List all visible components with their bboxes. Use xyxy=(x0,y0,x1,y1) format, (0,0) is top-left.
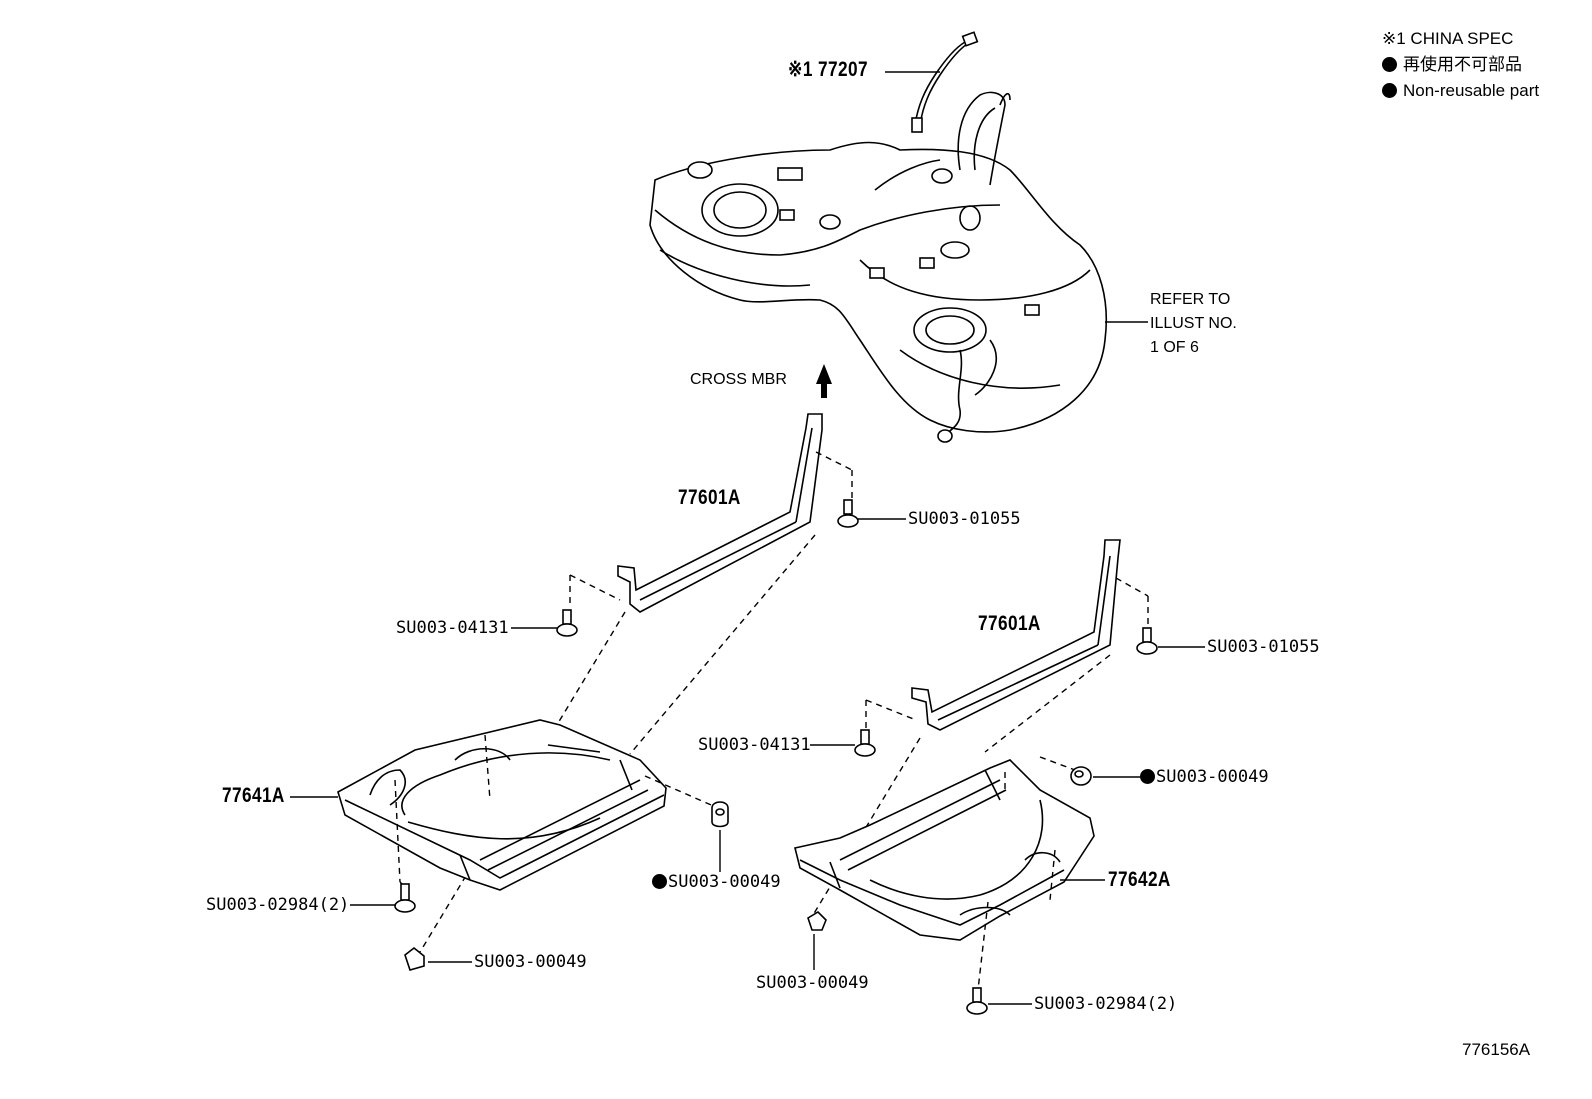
label-band-right: 77601A xyxy=(978,612,1041,635)
screw-right-icon xyxy=(966,987,988,1015)
legend: ※1 CHINA SPEC 再使用不可部品 Non-reusable part xyxy=(1382,26,1539,104)
clip-left-front-icon xyxy=(711,801,729,828)
label-protector-right: 77642A xyxy=(1108,868,1171,891)
clip-right-top-icon xyxy=(1070,766,1092,786)
label-clip-right-top: SU003-00049 xyxy=(1140,767,1269,787)
label-bolt-band-left-top: SU003-01055 xyxy=(908,509,1021,529)
label-protector-left: 77641A xyxy=(222,784,285,807)
fuel-tank-band-left xyxy=(617,413,823,613)
label-bolt-band-right-top: SU003-01055 xyxy=(1207,637,1320,657)
label-sender-gauge: ※1 77207 xyxy=(788,58,868,81)
non-reusable-dot-icon xyxy=(1382,83,1397,98)
label-refer-line1: REFER TO xyxy=(1150,291,1231,308)
label-screw-right: SU003-02984(2) xyxy=(1034,994,1178,1014)
legend-non-reusable-en-text: Non-reusable part xyxy=(1403,81,1540,100)
bolt-band-left-top-icon xyxy=(837,499,859,528)
label-clip-left-front-text: SU003-00049 xyxy=(668,872,781,892)
label-refer-line3: 1 OF 6 xyxy=(1150,339,1199,356)
bolt-band-right-top-icon xyxy=(1136,627,1158,655)
bolt-band-left-bottom-icon xyxy=(556,609,578,637)
figure-number: 776156A xyxy=(1462,1040,1531,1059)
cross-mbr-arrow-icon xyxy=(816,364,832,398)
fuel-tank-band-right xyxy=(911,539,1121,731)
label-clip-right-bottom: SU003-00049 xyxy=(756,973,869,993)
fuel-tank xyxy=(649,31,1108,443)
non-reusable-dot-icon xyxy=(652,874,667,889)
label-band-left: 77601A xyxy=(678,486,741,509)
legend-non-reusable-en: Non-reusable part xyxy=(1382,78,1539,104)
non-reusable-dot-icon xyxy=(1140,769,1155,784)
legend-china-spec: ※1 CHINA SPEC xyxy=(1382,29,1514,48)
label-clip-right-top-text: SU003-00049 xyxy=(1156,767,1269,787)
clip-right-bottom-icon xyxy=(807,910,827,931)
legend-non-reusable-jp: 再使用不可部品 xyxy=(1382,52,1539,78)
label-clip-left-front: SU003-00049 xyxy=(652,872,781,892)
fuel-tank-protector-left xyxy=(337,719,667,891)
label-screw-left: SU003-02984(2) xyxy=(206,895,350,915)
bolt-band-right-bottom-icon xyxy=(854,729,876,757)
legend-non-reusable-jp-text: 再使用不可部品 xyxy=(1403,55,1522,74)
label-clip-left-bottom: SU003-00049 xyxy=(474,952,587,972)
label-cross-mbr: CROSS MBR xyxy=(690,371,787,388)
label-bolt-band-right-bottom: SU003-04131 xyxy=(698,735,811,755)
label-refer-line2: ILLUST NO. xyxy=(1150,315,1237,332)
screw-left-icon xyxy=(394,883,416,913)
label-bolt-band-left-bottom: SU003-04131 xyxy=(396,618,509,638)
non-reusable-dot-icon xyxy=(1382,57,1397,72)
fuel-tank-protector-right xyxy=(794,759,1095,941)
clip-left-bottom-icon xyxy=(404,946,425,971)
